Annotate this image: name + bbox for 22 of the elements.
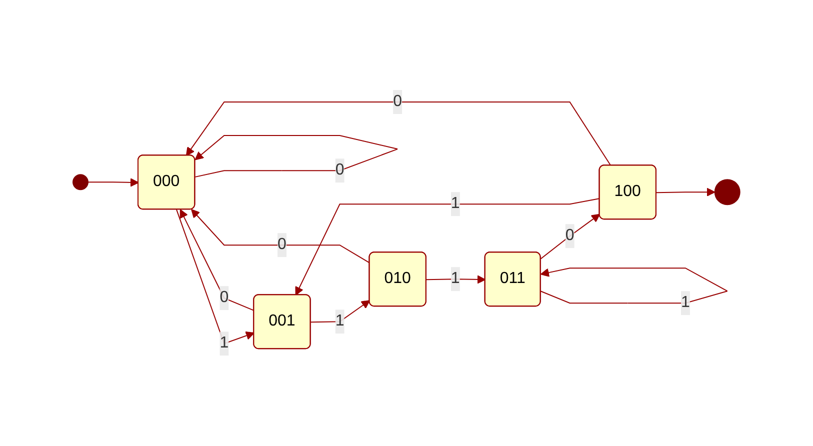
edge-label: 1	[335, 312, 344, 330]
arrow	[180, 209, 255, 312]
arrow	[176, 209, 255, 344]
edge-label: 1	[681, 294, 690, 312]
node-circle	[72, 174, 89, 190]
edge-label: 1	[450, 195, 460, 212]
edge-label: 0	[220, 289, 229, 306]
edge-label: 0	[393, 93, 402, 110]
arrow	[295, 198, 600, 296]
arrow	[191, 209, 370, 264]
edge-label: 1	[220, 334, 229, 352]
arrow	[426, 275, 486, 284]
arrow	[310, 300, 370, 323]
node-bullseye	[714, 179, 740, 206]
edge-label: 1	[450, 270, 460, 288]
edge-label: 0	[565, 227, 574, 244]
arrow	[656, 188, 716, 197]
arrow	[540, 214, 600, 260]
edge-label: 0	[335, 162, 344, 179]
arrow	[88, 178, 139, 188]
edge-label: 0	[278, 236, 286, 254]
arrow	[186, 102, 612, 166]
